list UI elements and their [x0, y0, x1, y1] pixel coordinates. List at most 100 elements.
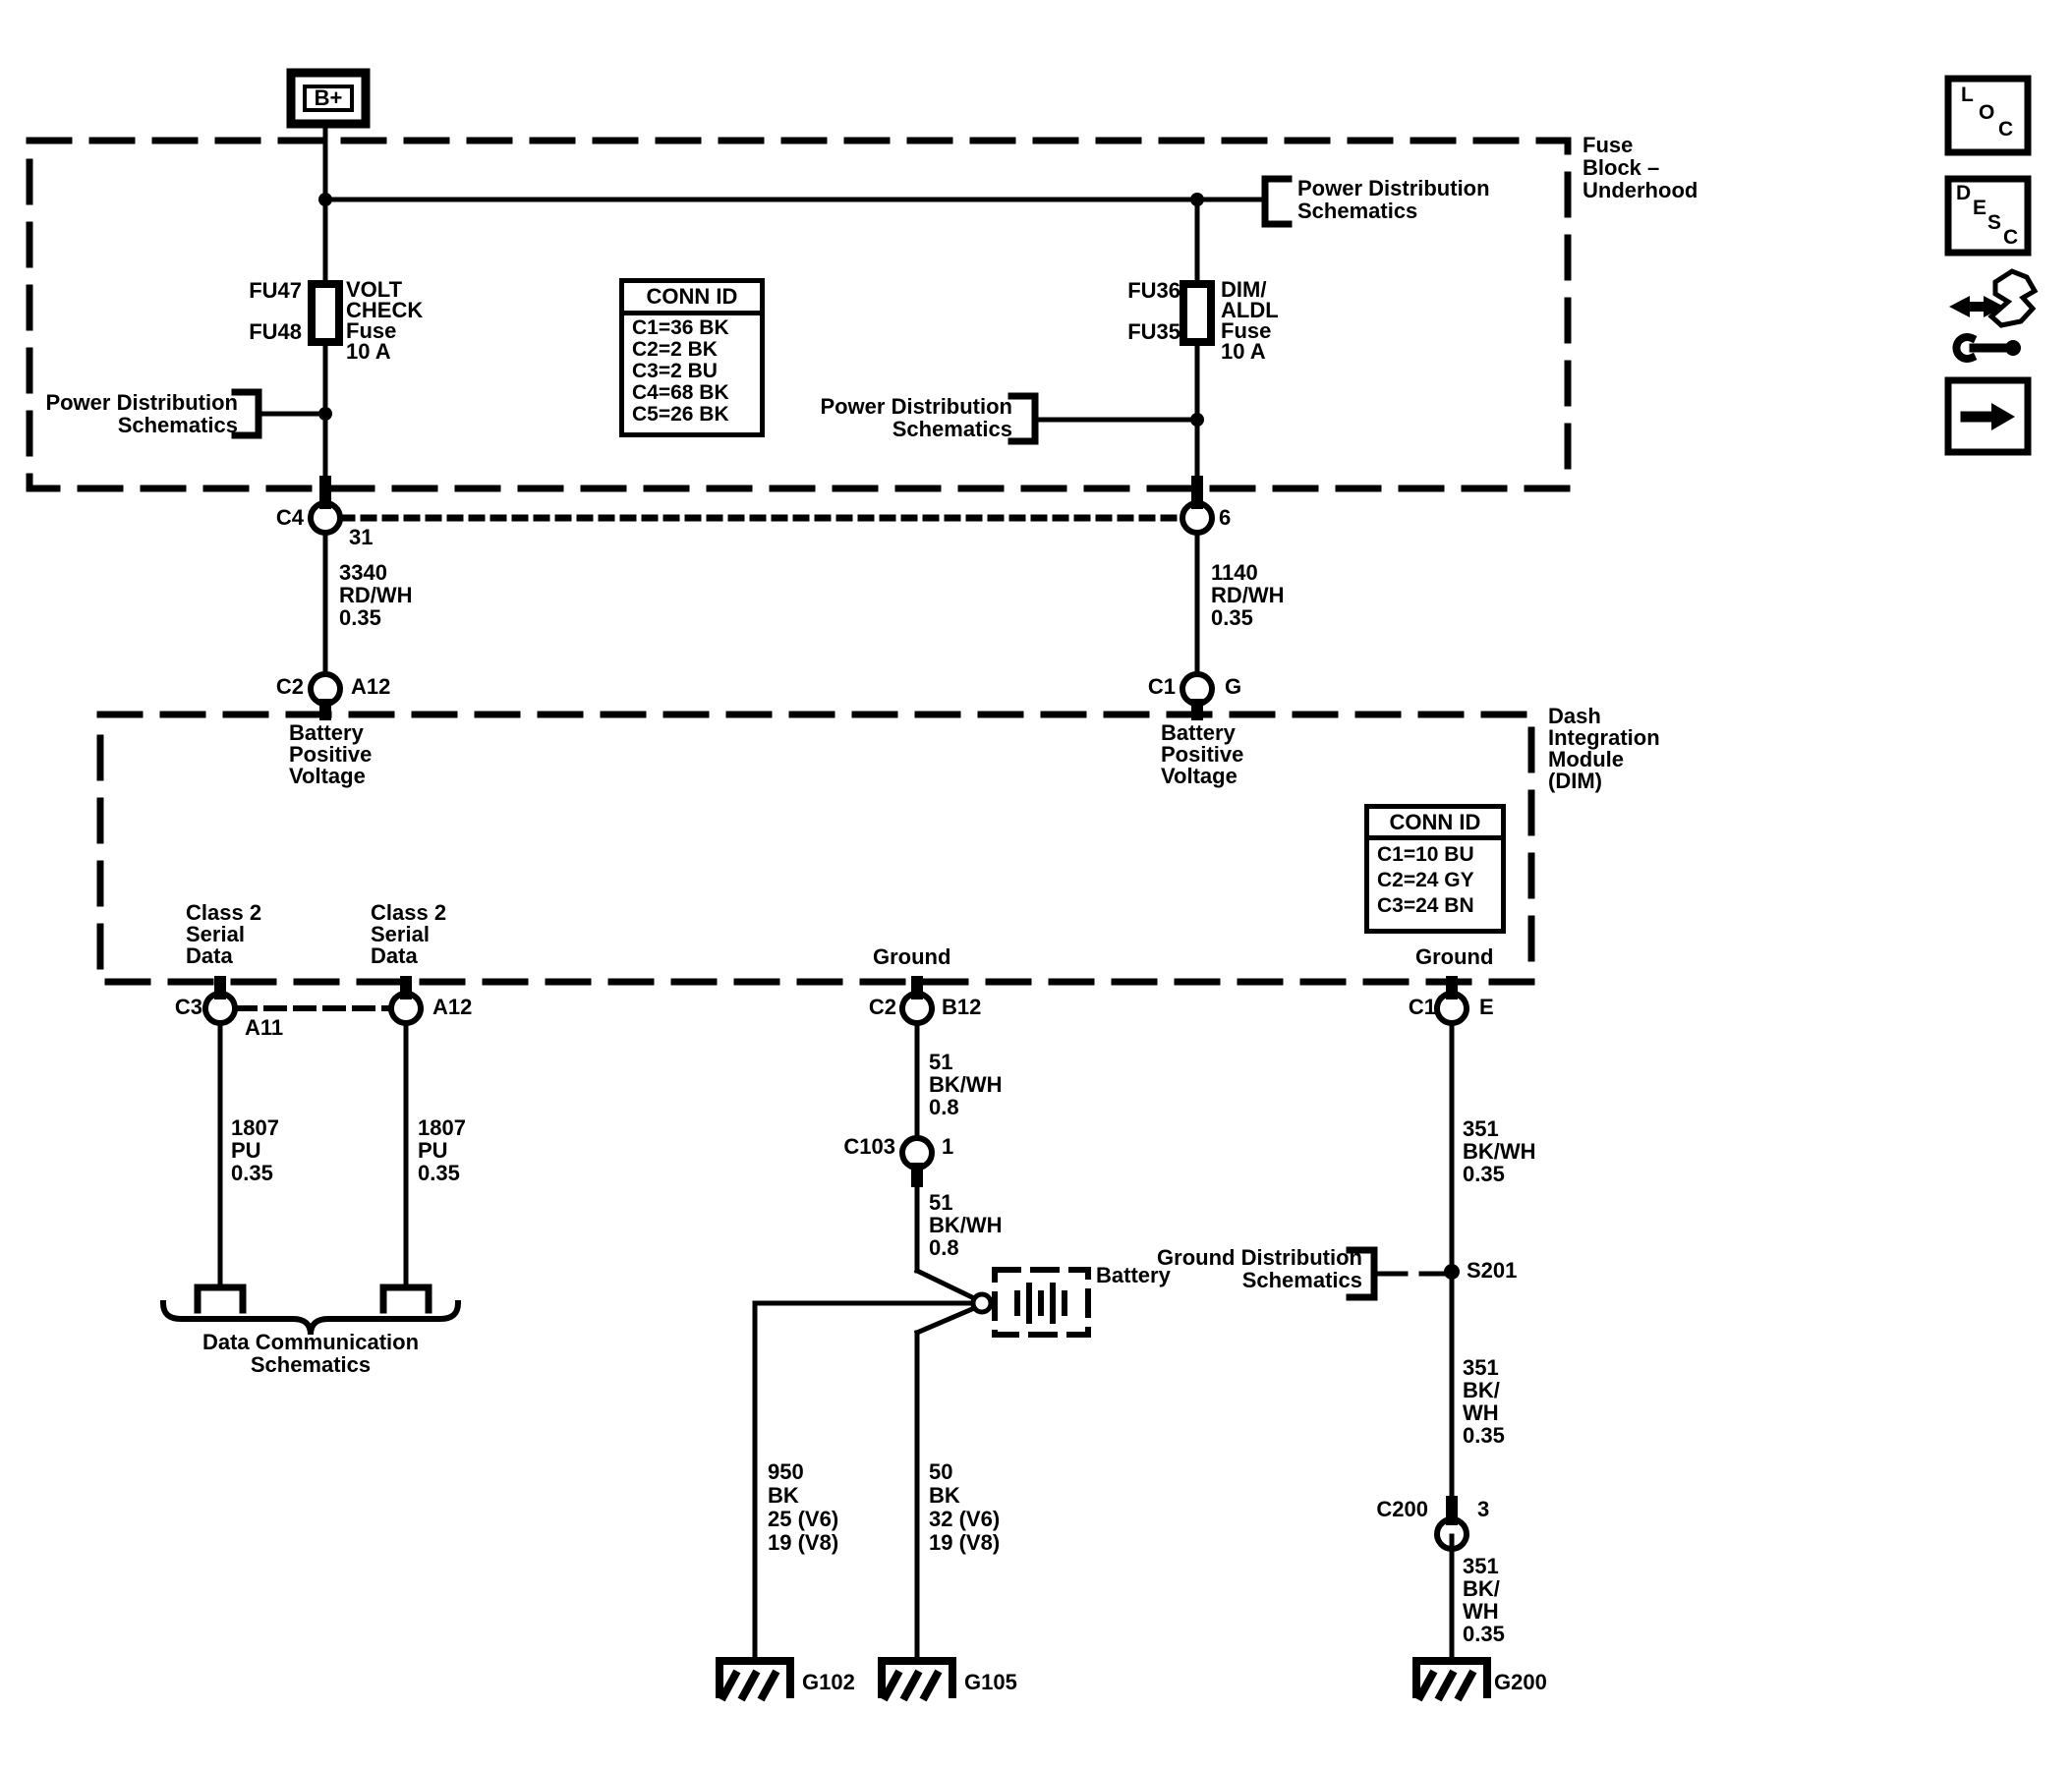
- dim-output-ground-right: Ground: [1415, 944, 1494, 969]
- connector-c3-a11-symbol: [202, 976, 238, 1026]
- connector-a12-symbol: [388, 976, 424, 1026]
- connector-c2b-name: C2: [868, 995, 896, 1019]
- connector-c2-b12-symbol: [899, 976, 935, 1026]
- volt-check-fuse-symbol: [308, 280, 343, 346]
- desc-button-box[interactable]: [1944, 175, 2032, 257]
- connector-c103-symbol: [899, 1135, 935, 1187]
- dim-conn-id-table: CONN ID C1=10 BU C2=24 GY C3=24 BN: [1364, 804, 1506, 934]
- connector-6-pin: 6: [1219, 505, 1232, 530]
- fuse-block-outline: [26, 137, 1572, 492]
- data-comm-ref: Data Communication Schematics: [201, 1330, 420, 1377]
- splice-s201-dot: [1444, 1264, 1460, 1280]
- connector-c4-name: C4: [275, 505, 304, 530]
- desc-letter-d: D: [1956, 182, 1972, 204]
- connector-c103-name: C103: [843, 1134, 895, 1159]
- connector-c2-pin-a12: A12: [351, 674, 391, 699]
- power-dist-ref-top: Power Distribution Schematics: [1297, 176, 1490, 223]
- conn-id-title: CONN ID: [1369, 809, 1501, 840]
- loc-button-box[interactable]: [1944, 75, 2032, 156]
- connector-c200-pin: 3: [1477, 1497, 1490, 1521]
- connector-c1-name: C1: [1147, 674, 1176, 699]
- connector-c1-e-symbol: [1434, 976, 1469, 1026]
- connector-c3-pin-a11: A11: [245, 1015, 284, 1040]
- ground-symbol-g102: [716, 1657, 794, 1702]
- power-dist-bracket-top-icon: [1261, 175, 1293, 228]
- dim-outline: [96, 711, 1535, 986]
- battery-label: Battery: [1096, 1263, 1171, 1287]
- fuse-block-name: Fuse Block – Underhood: [1583, 133, 1698, 202]
- connector-c3-name: C3: [174, 995, 202, 1019]
- loc-letter-c: C: [1998, 118, 2014, 141]
- dim-output-class2-left: Class 2 Serial Data: [186, 900, 262, 968]
- connector-c200-name: C200: [1376, 1497, 1428, 1521]
- connector-c4-pin: 31: [349, 525, 374, 549]
- connector-c1-g-symbol: [1180, 671, 1215, 720]
- dim-name: Dash Integration Module (DIM): [1548, 704, 1660, 793]
- volt-check-fuse-desc: VOLT CHECK Fuse 10 A: [346, 277, 424, 364]
- dim-output-class2-right: Class 2 Serial Data: [371, 900, 447, 968]
- ground-symbol-g200: [1412, 1657, 1491, 1702]
- connector-c1e-name: C1: [1408, 995, 1436, 1019]
- dim-input-bpv-right: Battery Positive Voltage: [1161, 720, 1244, 788]
- ground-dist-tap: [1346, 1246, 1446, 1301]
- power-dist-ref-mid: Power Distribution Schematics: [820, 394, 1012, 441]
- power-dist-ref-left: Power Distribution Schematics: [45, 390, 238, 437]
- wire-950-branch: [752, 1300, 976, 1664]
- wire-diag-from-battery: [913, 1305, 976, 1337]
- dim-aldl-fuse-desc: DIM/ ALDL Fuse 10 A: [1221, 277, 1279, 364]
- wire-diag-to-battery: [913, 1267, 976, 1301]
- dim-aldl-fuse-symbol: [1180, 280, 1215, 346]
- connector-c2-name: C2: [275, 674, 304, 699]
- desc-letter-e: E: [1973, 197, 1987, 219]
- conn-id-rows: C1=36 BK C2=2 BK C3=2 BU C4=68 BK C5=26 …: [632, 316, 729, 426]
- compare-wrench-icon[interactable]: [1949, 268, 2039, 363]
- data-comm-brace-icon: [159, 1299, 462, 1336]
- power-dist-tap-left: [231, 388, 332, 439]
- battery-terminal-ring: [970, 1291, 994, 1315]
- connector-pin-a12: A12: [432, 995, 473, 1019]
- ground-g102-label: G102: [802, 1670, 855, 1694]
- offpage-box-left-icon: [194, 1284, 247, 1314]
- battery-icon: [992, 1267, 1091, 1338]
- fuse-pos-fu35: FU35: [1127, 319, 1180, 344]
- fuse-block-conn-id-table: CONN ID C1=36 BK C2=2 BK C3=2 BU C4=68 B…: [619, 278, 765, 437]
- connector-c1-pin-g: G: [1225, 674, 1242, 699]
- forward-arrow-button[interactable]: [1944, 376, 2032, 456]
- ground-dist-ref: Ground Distribution Schematics: [1157, 1245, 1362, 1292]
- b-plus-bus-wire: [318, 193, 1268, 206]
- ground-g200-label: G200: [1494, 1670, 1547, 1694]
- dim-output-ground-mid: Ground: [873, 944, 951, 969]
- desc-letter-c: C: [2003, 226, 2019, 249]
- conn-id-rows: C1=10 BU C2=24 GY C3=24 BN: [1377, 843, 1474, 917]
- desc-letter-s: S: [1987, 211, 2002, 234]
- connector-c103-pin: 1: [942, 1134, 954, 1159]
- splice-s201-label: S201: [1467, 1258, 1518, 1283]
- fuse-pos-fu48: FU48: [249, 319, 302, 344]
- loc-letter-o: O: [1979, 101, 1995, 124]
- connector-c2-a12-symbol: [308, 671, 343, 720]
- ground-symbol-g105: [878, 1657, 956, 1702]
- connector-c2-pin-b12: B12: [942, 995, 982, 1019]
- conn-id-title: CONN ID: [624, 283, 760, 315]
- dim-input-bpv-left: Battery Positive Voltage: [289, 720, 373, 788]
- fuse-pos-fu47: FU47: [249, 278, 302, 303]
- connector-c1-pin-e: E: [1479, 995, 1494, 1019]
- power-dist-tap-right: [1007, 392, 1204, 445]
- ground-g105-label: G105: [964, 1670, 1017, 1694]
- fuse-pos-fu36: FU36: [1127, 278, 1180, 303]
- b-plus-label: B+: [314, 86, 343, 110]
- loc-letter-l: L: [1961, 84, 1974, 106]
